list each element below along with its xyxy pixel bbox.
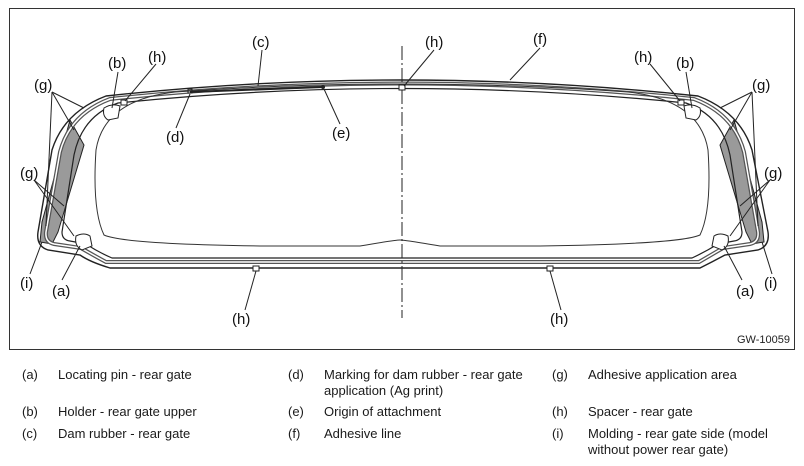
legend-text-h: Spacer - rear gate xyxy=(588,404,693,419)
callout-a-right: (a) xyxy=(736,283,754,300)
callout-d: (d) xyxy=(166,129,184,146)
legend-key-f: (f) xyxy=(288,426,301,441)
holder-left xyxy=(103,104,121,121)
locating-pin-right xyxy=(711,233,729,251)
spacer-top-left xyxy=(120,99,128,106)
daylight-opening xyxy=(94,83,710,247)
legend-key-g: (g) xyxy=(552,367,568,382)
callout-h-top-left: (h) xyxy=(148,49,166,66)
spacer-top-right xyxy=(677,99,685,106)
origin-of-attachment xyxy=(321,85,325,89)
legend-key-e: (e) xyxy=(288,404,304,419)
legend-key-c: (c) xyxy=(22,426,38,441)
callout-g-right-lower: (g) xyxy=(764,165,782,182)
callout-i-right: (i) xyxy=(764,275,777,292)
callout-h-top-center: (h) xyxy=(425,34,443,51)
diagram-frame xyxy=(9,8,795,350)
legend: (a) Locating pin - rear gate (b) Holder … xyxy=(0,362,804,466)
callout-b-right: (b) xyxy=(676,55,694,72)
callout-h-bottom-left: (h) xyxy=(232,311,250,328)
legend-text-b: Holder - rear gate upper xyxy=(58,404,197,419)
legend-key-b: (b) xyxy=(22,404,38,419)
callout-f: (f) xyxy=(533,31,547,48)
legend-key-h: (h) xyxy=(552,404,568,419)
callout-b-left: (b) xyxy=(108,55,126,72)
spacer-bottom-left xyxy=(252,265,260,272)
callout-g-left-upper: (g) xyxy=(34,77,52,94)
legend-key-a: (a) xyxy=(22,367,38,382)
legend-text-g: Adhesive application area xyxy=(588,367,737,382)
legend-key-i: (i) xyxy=(552,426,564,441)
holder-right xyxy=(683,104,701,121)
legend-text-d: Marking for dam rubber - rear gate appli… xyxy=(324,367,523,398)
legend-text-e: Origin of attachment xyxy=(324,404,442,419)
callout-i-left: (i) xyxy=(20,275,33,292)
dam-rubber-marking-line xyxy=(189,86,324,93)
callout-g-right-upper: (g) xyxy=(752,77,770,94)
marking-ag-print xyxy=(187,88,193,94)
callout-g-left-lower: (g) xyxy=(20,165,38,182)
legend-text-c: Dam rubber - rear gate xyxy=(58,426,191,441)
callout-e: (e) xyxy=(332,125,350,142)
glass-inner-edge xyxy=(61,87,743,259)
glass-outer-edge xyxy=(37,79,769,269)
callout-h-top-right: (h) xyxy=(634,49,652,66)
legend-key-d: (d) xyxy=(288,367,304,382)
locating-pin-left xyxy=(75,233,93,251)
legend-text-i: Molding - rear gate side (model without … xyxy=(588,426,768,457)
figure-id: GW-10059 xyxy=(737,334,790,346)
legend-text-f: Adhesive line xyxy=(324,426,402,441)
callout-a-left: (a) xyxy=(52,283,70,300)
legend-text-a: Locating pin - rear gate xyxy=(58,367,192,382)
spacer-bottom-right xyxy=(546,265,554,272)
spacer-top-center xyxy=(398,84,406,91)
callout-h-bottom-right: (h) xyxy=(550,311,568,328)
callout-c: (c) xyxy=(252,34,270,51)
leader-lines xyxy=(29,47,773,311)
